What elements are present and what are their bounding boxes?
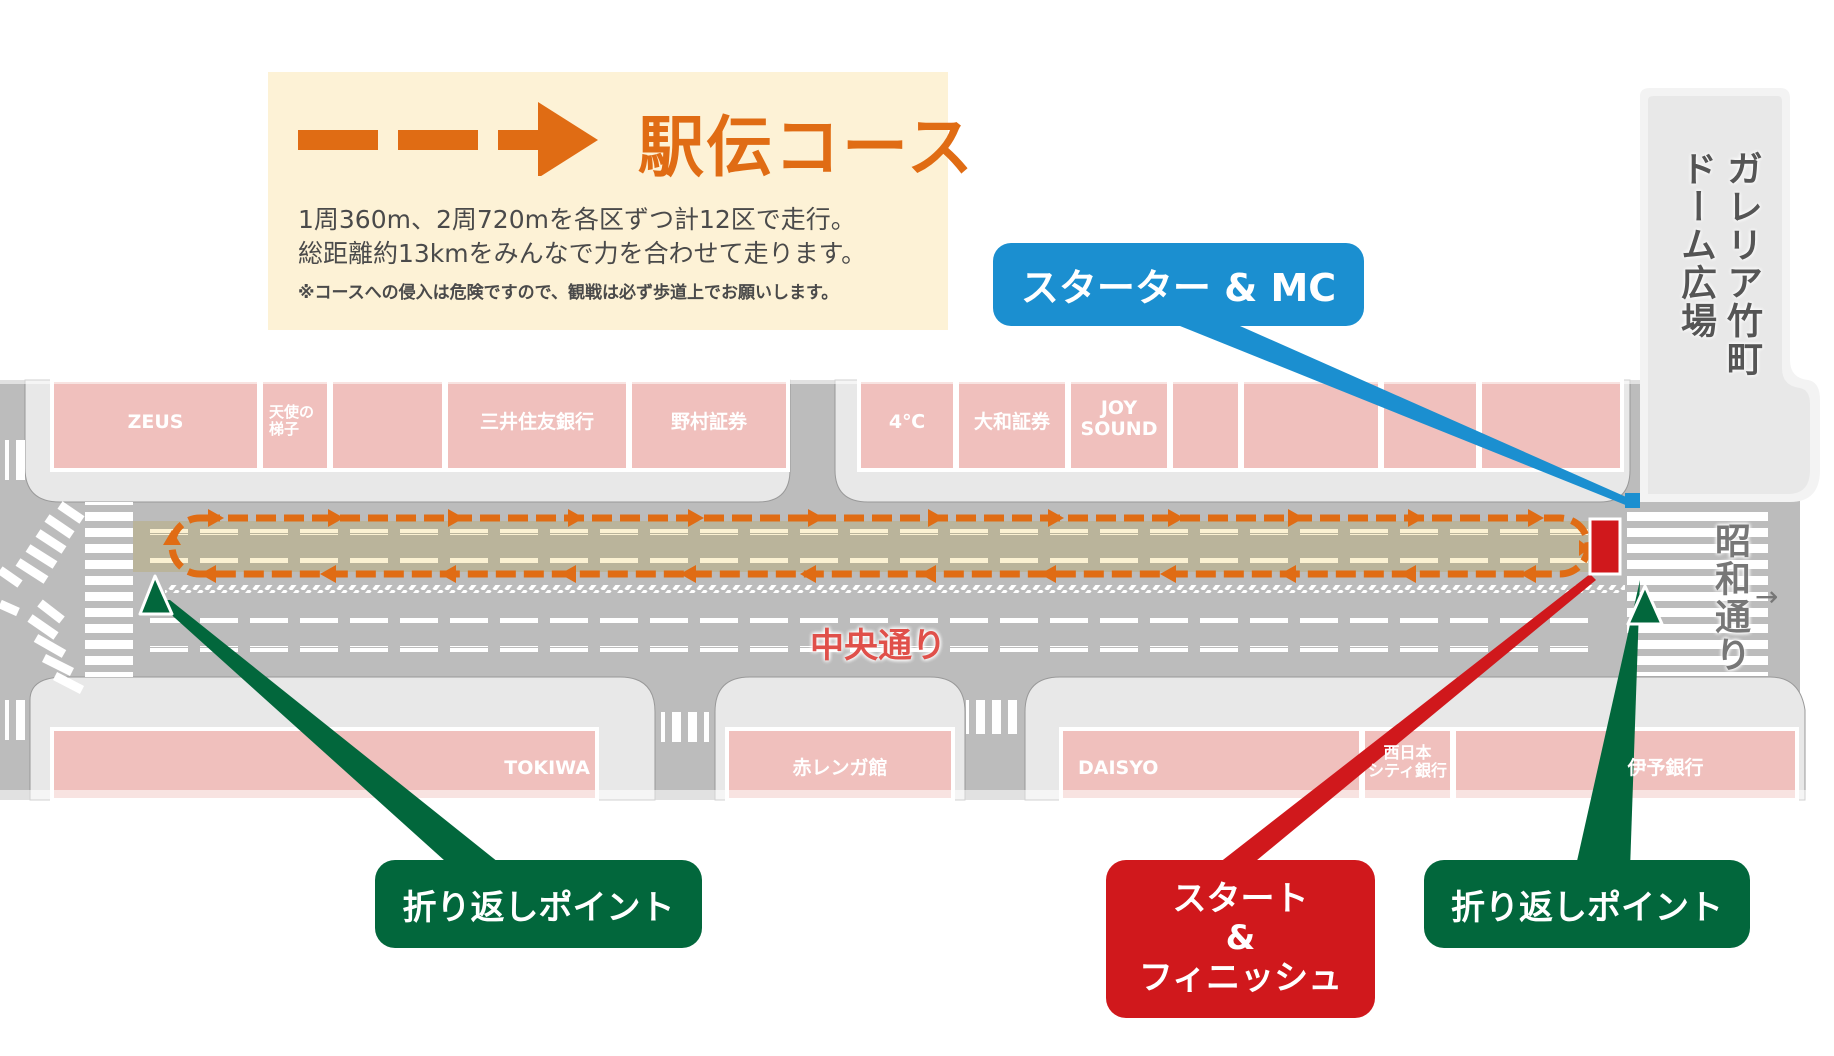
building-label: TOKIWA [504, 757, 590, 779]
crosswalk-south-1 [661, 712, 709, 742]
building-label: ZEUS [127, 411, 184, 433]
buildings-north [50, 378, 1624, 472]
building-label: 4℃ [888, 411, 926, 433]
dashed-arrow-icon [298, 102, 598, 176]
turn-right-pointer [1575, 580, 1640, 870]
crosswalk-west [85, 502, 133, 677]
building-label: DAISYO [1078, 757, 1159, 779]
legend-title: 駅伝コース [638, 109, 975, 186]
turn-point-left-callout: 折り返しポイント [375, 860, 702, 948]
building-label: 伊予銀行 [1627, 757, 1704, 779]
showa-street-label: 昭和通り [1709, 522, 1750, 674]
hatched-divider [165, 585, 1625, 593]
galleria-plaza-label: ガレリア竹町ドーム広場 [1675, 150, 1762, 378]
right-arrow-icon: → [1755, 580, 1779, 613]
building-label: 大和証券 [973, 411, 1050, 433]
galleria-plaza [1648, 96, 1810, 494]
building-label: 赤レンガ館 [792, 757, 888, 779]
crosswalk-east [1627, 508, 1768, 676]
building-label: 西日本 シティ銀行 [1367, 743, 1448, 780]
start-finish-callout: スタート & フィニッシュ [1106, 860, 1375, 1018]
start-pointer [1210, 574, 1596, 870]
turn-right-marker [1626, 584, 1664, 626]
mc-pointer [1180, 326, 1633, 506]
legend-note: ※コースへの侵入は危険ですので、観戦は必ず歩道上でお願いします。 [298, 283, 839, 303]
building-label: 三井住友銀行 [479, 411, 594, 433]
turn-point-right-callout: 折り返しポイント [1424, 860, 1750, 948]
building-label: JOY SOUND [1080, 397, 1158, 440]
building-label: 天使の 梯子 [269, 403, 315, 438]
start-marker [1588, 517, 1622, 576]
legend-line-1: 1周360m、2周720mを各区ずつ計12区で走行。 [298, 205, 856, 234]
chuo-street-label: 中央通り [810, 626, 946, 666]
legend-line-2: 総距離約13kmをみんなで力を合わせて走ります。 [298, 239, 867, 268]
mc-marker [1625, 493, 1640, 508]
course-band [133, 521, 1590, 572]
legend-box: 駅伝コース 1周360m、2周720mを各区ずつ計12区で走行。 総距離約13k… [268, 72, 973, 330]
turn-left-marker [138, 574, 174, 616]
turn-left-pointer [155, 600, 508, 870]
course-loop [168, 514, 1592, 578]
crosswalk-south-2 [966, 700, 1024, 734]
building-label: 野村証券 [670, 411, 747, 433]
crosswalk-diagonal [0, 501, 85, 694]
course-arrows [163, 509, 1590, 583]
starter-mc-callout: スターター & MC [993, 243, 1364, 326]
